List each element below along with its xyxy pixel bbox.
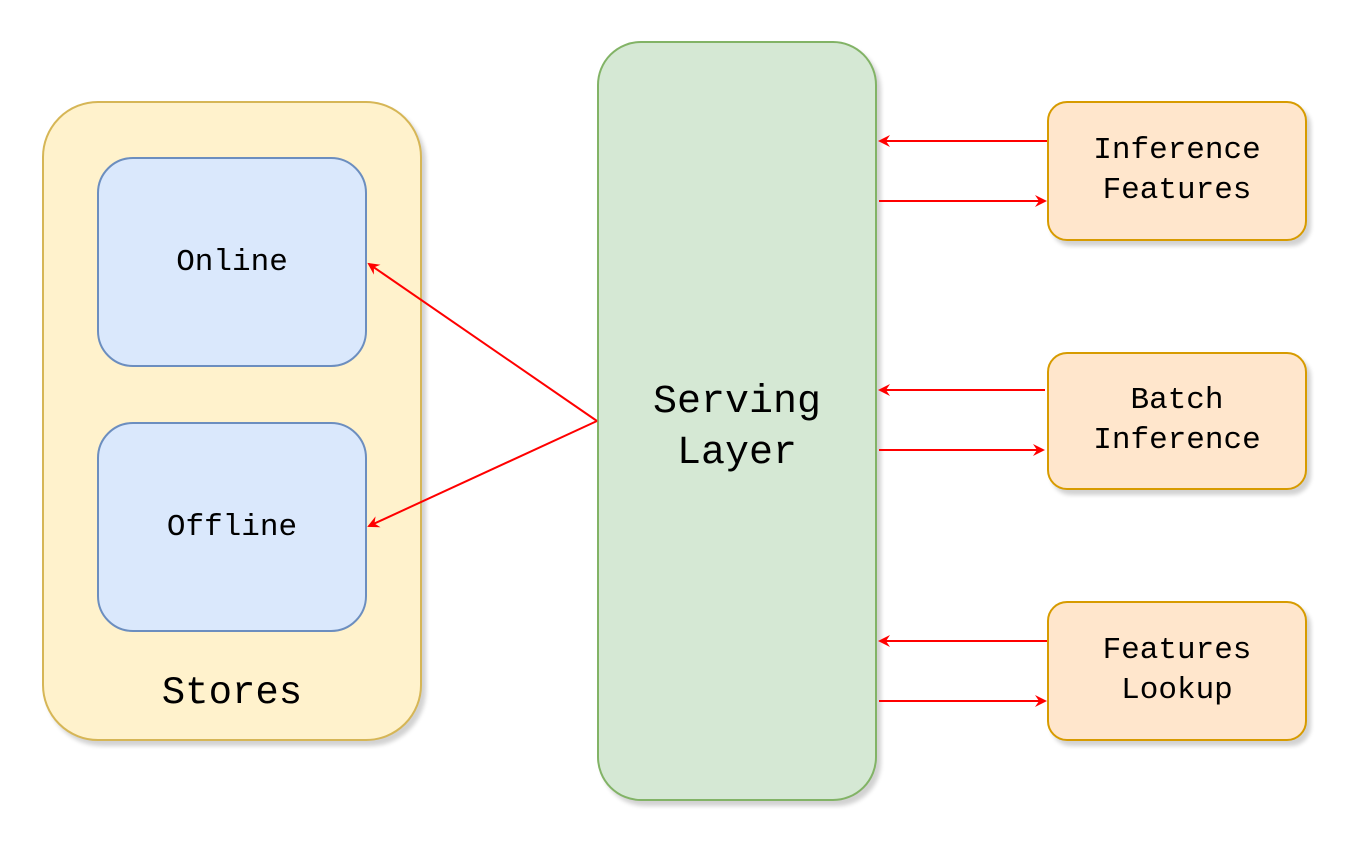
inference-features-label: Inference Features	[1093, 132, 1261, 208]
serving-layer-label: Serving Layer	[652, 379, 822, 476]
online-store-box[interactable]: Online	[97, 157, 367, 367]
inference-features-box[interactable]: Inference Features	[1047, 101, 1307, 241]
batch-inference-box[interactable]: Batch Inference	[1047, 352, 1307, 490]
serving-to-online-arrow	[367, 262, 598, 422]
offline-store-label: Offline	[166, 509, 298, 545]
online-store-label: Online	[176, 244, 288, 280]
stores-title: Stores	[161, 671, 303, 715]
batch-inference-label: Batch Inference	[1093, 382, 1261, 458]
features-lookup-label: Features Lookup	[1102, 632, 1252, 708]
serving-layer-box[interactable]: Serving Layer	[597, 41, 877, 801]
serving-to-offline-arrow	[367, 420, 598, 528]
features-lookup-box[interactable]: Features Lookup	[1047, 601, 1307, 741]
offline-store-box[interactable]: Offline	[97, 422, 367, 632]
